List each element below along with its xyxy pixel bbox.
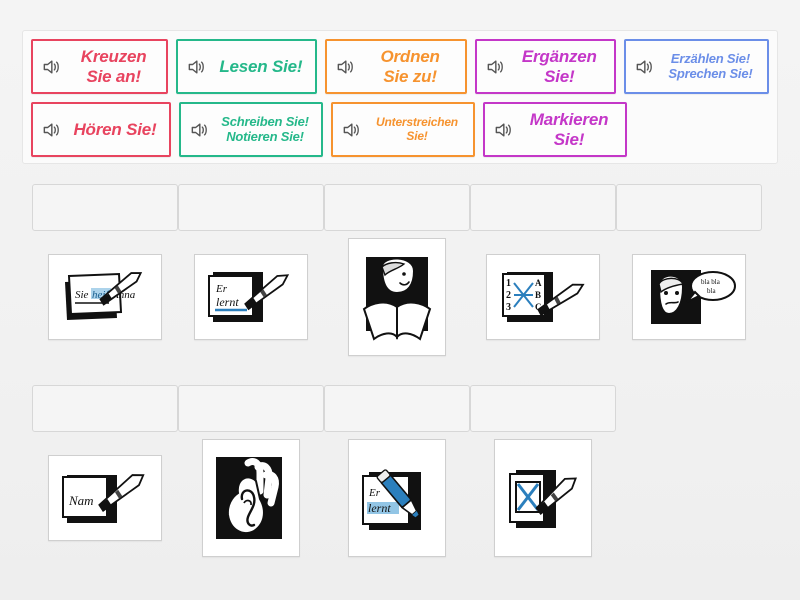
- card-sprechen-blabla[interactable]: bla bla bla: [632, 254, 746, 340]
- dropzone-8[interactable]: [324, 385, 470, 432]
- card-cell: Er lernt: [178, 254, 324, 340]
- dropzone-cell: [32, 184, 178, 234]
- tile-label: Markieren Sie!: [529, 110, 609, 149]
- card-cell: [470, 439, 616, 557]
- card-schreiben-nam[interactable]: Nam: [48, 455, 162, 541]
- card-cell: Nam: [32, 455, 178, 541]
- dropzone-cell: [178, 385, 324, 435]
- speaker-icon[interactable]: [485, 57, 505, 77]
- dropzone-5[interactable]: [616, 184, 762, 231]
- card-sie-heisst-anna[interactable]: Sie heiß Anna: [48, 254, 162, 340]
- svg-text:lernt: lernt: [368, 501, 391, 515]
- svg-text:2: 2: [506, 290, 511, 301]
- dropzone-cell: [616, 184, 762, 234]
- word-bank-row-2: Hören Sie! Schreiben Sie! Notieren Sie!: [31, 102, 769, 157]
- tile-ergaenzen[interactable]: Ergänzen Sie!: [474, 39, 616, 94]
- dropzone-7[interactable]: [178, 385, 324, 432]
- dropzone-1[interactable]: [32, 184, 178, 231]
- speaker-icon[interactable]: [341, 120, 361, 140]
- card-kreuzen-ankreuzen[interactable]: [494, 439, 592, 557]
- note-pen-sie-heisst-anna-icon: Sie heiß Anna: [53, 260, 157, 334]
- svg-text:A: A: [535, 278, 542, 288]
- word-bank-row-1: Kreuzen Sie an! Lesen Sie!: [31, 39, 769, 94]
- svg-text:C: C: [535, 302, 542, 312]
- card-markieren-textmarker[interactable]: Er lernt: [348, 439, 446, 557]
- card-cell: Er lernt: [324, 439, 470, 557]
- svg-text:Er: Er: [368, 487, 381, 499]
- card-ordnen-zuordnung[interactable]: 1 2 3 A B C: [486, 254, 600, 340]
- tile-label: Lesen Sie!: [219, 56, 303, 76]
- svg-text:Nam: Nam: [68, 493, 94, 508]
- speaker-icon[interactable]: [186, 57, 206, 77]
- dropzone-cell: [324, 184, 470, 234]
- svg-text:bla: bla: [707, 287, 716, 295]
- dropzone-cell: [470, 184, 616, 234]
- tile-ordnen[interactable]: Ordnen Sie zu!: [325, 39, 467, 94]
- tile-label: Ergänzen Sie!: [521, 47, 597, 86]
- tile-label: Unterstreichen Sie!: [376, 115, 458, 143]
- svg-text:Er: Er: [215, 283, 228, 295]
- speaker-icon[interactable]: [189, 120, 209, 140]
- tile-label: Ordnen Sie zu!: [380, 47, 440, 86]
- svg-text:Sie: Sie: [75, 289, 89, 301]
- tile-unterstreichen[interactable]: Unterstreichen Sie!: [331, 102, 475, 157]
- svg-text:lernt: lernt: [216, 295, 239, 309]
- card-cell: 1 2 3 A B C: [470, 254, 616, 340]
- person-speech-bubble-icon: bla bla bla: [637, 260, 741, 334]
- dropzone-2[interactable]: [178, 184, 324, 231]
- hand-cupped-ear-icon: [208, 447, 294, 549]
- tile-erzaehlen-sprechen[interactable]: Erzählen Sie! Sprechen Sie!: [623, 39, 769, 94]
- dropzone-9[interactable]: [470, 385, 616, 432]
- dropzone-row-1: [32, 184, 762, 234]
- dropzone-cell: [32, 385, 178, 435]
- card-row-2: Nam: [32, 439, 616, 557]
- tile-lesen[interactable]: Lesen Sie!: [176, 39, 318, 94]
- card-er-lernt-unterstrichen[interactable]: Er lernt: [194, 254, 308, 340]
- dropzone-6[interactable]: [32, 385, 178, 432]
- speaker-icon[interactable]: [493, 120, 513, 140]
- tile-schreiben-notieren[interactable]: Schreiben Sie! Notieren Sie!: [179, 102, 323, 157]
- person-reading-book-icon: [352, 243, 442, 351]
- note-pen-nam-icon: Nam: [53, 461, 157, 535]
- svg-text:3: 3: [506, 302, 511, 313]
- svg-text:1: 1: [506, 278, 511, 289]
- dropzone-4[interactable]: [470, 184, 616, 231]
- tile-label: Erzählen Sie! Sprechen Sie!: [668, 50, 753, 81]
- word-bank: Kreuzen Sie an! Lesen Sie!: [22, 30, 778, 164]
- tile-hoeren[interactable]: Hören Sie!: [31, 102, 171, 157]
- dropzone-cell: [178, 184, 324, 234]
- note-pen-er-lernt-underlined-icon: Er lernt: [199, 260, 303, 334]
- speaker-icon[interactable]: [41, 120, 61, 140]
- card-cell: Sie heiß Anna: [32, 254, 178, 340]
- card-cell: [178, 439, 324, 557]
- speaker-icon[interactable]: [335, 57, 355, 77]
- speaker-icon[interactable]: [634, 57, 654, 77]
- svg-text:B: B: [535, 290, 541, 300]
- tile-label: Kreuzen Sie an!: [80, 47, 147, 86]
- matching-numbers-letters-icon: 1 2 3 A B C: [491, 260, 595, 334]
- note-highlighter-er-lernt-icon: Er lernt: [351, 446, 443, 550]
- tile-label: Hören Sie!: [73, 119, 157, 139]
- card-cell: bla bla bla: [616, 254, 762, 340]
- checkbox-blue-x-pen-icon: [498, 448, 588, 548]
- card-lesen-buch[interactable]: [348, 238, 446, 356]
- speaker-icon[interactable]: [41, 57, 61, 77]
- dropzone-cell: [324, 385, 470, 435]
- card-row-1: Sie heiß Anna: [32, 238, 762, 356]
- tile-kreuzen[interactable]: Kreuzen Sie an!: [31, 39, 169, 94]
- tile-label: Schreiben Sie! Notieren Sie!: [221, 113, 309, 144]
- dropzone-cell: [470, 385, 616, 435]
- svg-text:bla bla: bla bla: [701, 278, 721, 286]
- card-cell: [324, 238, 470, 356]
- dropzone-3[interactable]: [324, 184, 470, 231]
- tile-markieren[interactable]: Markieren Sie!: [483, 102, 627, 157]
- dropzone-row-2: [32, 385, 616, 435]
- card-hoeren-ohr[interactable]: [202, 439, 300, 557]
